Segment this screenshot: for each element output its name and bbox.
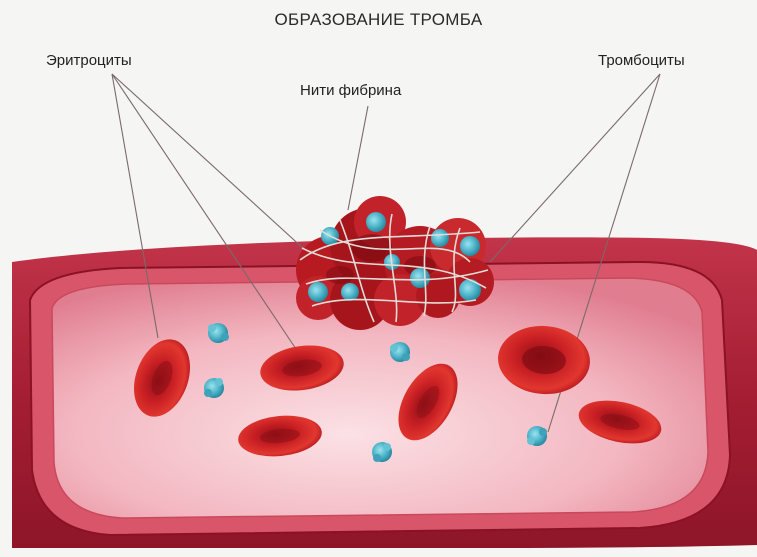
- platelet: [204, 378, 224, 398]
- diagram-title: ОБРАЗОВАНИЕ ТРОМБА: [0, 10, 757, 30]
- platelet: [390, 342, 410, 362]
- platelets-label: Тромбоциты: [598, 52, 685, 69]
- fibrin-label: Нити фибрина: [300, 82, 401, 99]
- platelet: [372, 442, 392, 462]
- erythrocytes-label: Эритроциты: [46, 52, 132, 69]
- platelet: [527, 426, 547, 446]
